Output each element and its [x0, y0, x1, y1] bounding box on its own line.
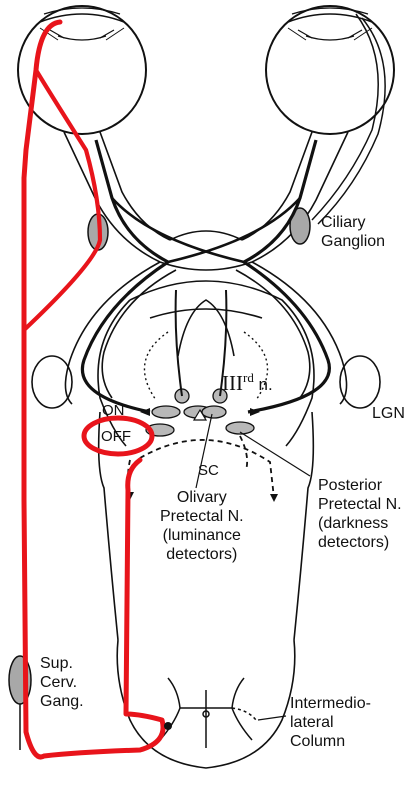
- right-eye: [265, 5, 395, 225]
- ciliary-ganglion-label: Ciliary Ganglion: [321, 213, 385, 251]
- olivary-line1: Olivary: [176, 489, 227, 506]
- left-eyeball: [17, 5, 147, 135]
- off-label: OFF: [101, 428, 131, 445]
- iml-line1: Intermedio-: [290, 695, 371, 712]
- right-olivary-pretectal-nucleus: [201, 405, 227, 419]
- posterior-line1: Posterior: [318, 477, 383, 494]
- olivary-line4: detectors): [166, 546, 238, 563]
- right-eyeball: [265, 5, 395, 135]
- ciliary-label-line2: Ganglion: [321, 233, 386, 250]
- posterior-line2: Pretectal N.: [318, 496, 402, 513]
- scg-line1: Sup.: [40, 655, 73, 672]
- pretectal-nuclei: [145, 388, 255, 437]
- scg-line3: Gang.: [40, 693, 84, 710]
- scg-line2: Cerv.: [40, 674, 78, 691]
- olivary-line2: Pretectal N.: [160, 508, 244, 525]
- brainstem-outline: [31, 280, 381, 769]
- preganglionic-neuron-dot: [164, 722, 172, 730]
- third-nerve-label: IIIrd n.: [222, 368, 273, 394]
- left-olivary-pretectal-nucleus: [151, 405, 181, 419]
- left-eye: [17, 5, 147, 135]
- parasympathetic-pathways: [80, 139, 331, 414]
- sympathetic-pathway-highlight: [21, 19, 166, 760]
- iml-line2: lateral: [290, 714, 334, 731]
- ciliary-ganglia: [87, 207, 311, 251]
- on-label: ON: [102, 402, 125, 419]
- posterior-line3: (darkness: [318, 515, 389, 532]
- lgn-label: LGN: [372, 405, 405, 422]
- sc-label: SC: [198, 462, 219, 479]
- spinal-cord: [159, 677, 257, 748]
- iml-line3: Column: [290, 733, 346, 750]
- olivary-line3: (luminance: [162, 527, 241, 544]
- third-nerve-suffix: n.: [253, 375, 273, 394]
- intermediolateral-column-label: Intermedio- lateral Column: [290, 694, 371, 751]
- label-pointer-lines: [195, 413, 311, 721]
- third-nerve-sup: rd: [242, 370, 254, 385]
- third-nerve-main: III: [222, 371, 243, 395]
- ciliary-label-line1: Ciliary: [321, 214, 366, 231]
- right-posterior-pretectal-nucleus: [225, 421, 255, 435]
- posterior-pretectal-label: Posterior Pretectal N. (darkness detecto…: [318, 476, 402, 552]
- olivary-pretectal-label: Olivary Pretectal N. (luminance detector…: [160, 488, 244, 564]
- right-ciliary-ganglion: [289, 207, 311, 245]
- posterior-line4: detectors): [318, 534, 390, 551]
- sup-cerv-gang-label: Sup. Cerv. Gang.: [40, 654, 84, 711]
